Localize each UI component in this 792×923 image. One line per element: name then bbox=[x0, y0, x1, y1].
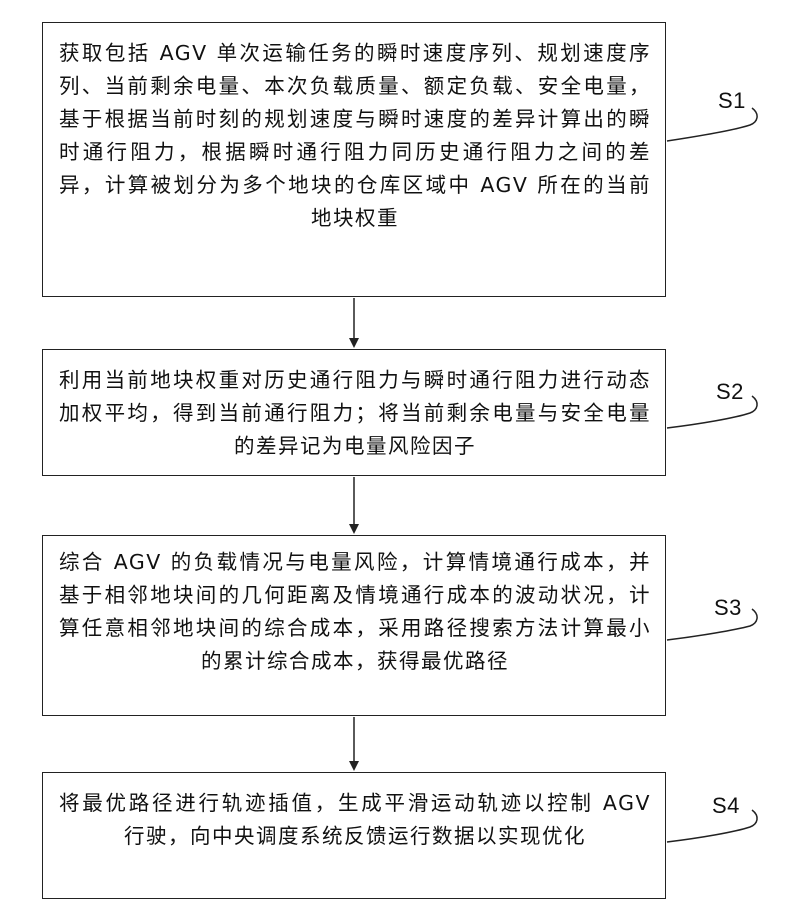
leader-line-s3 bbox=[667, 609, 757, 640]
step-box-s3: 综合 AGV 的负载情况与电量风险，计算情境通行成本，并基于相邻地块间的几何距离… bbox=[42, 535, 666, 716]
step-box-s2: 利用当前地块权重对历史通行阻力与瞬时通行阻力进行动态加权平均，得到当前通行阻力；… bbox=[42, 349, 666, 476]
step-box-s4: 将最优路径进行轨迹插值，生成平滑运动轨迹以控制 AGV 行驶，向中央调度系统反馈… bbox=[42, 772, 666, 899]
step-label-s2: S2 bbox=[716, 379, 744, 405]
step-text-s3: 综合 AGV 的负载情况与电量风险，计算情境通行成本，并基于相邻地块间的几何距离… bbox=[59, 546, 651, 678]
step-label-s3: S3 bbox=[714, 595, 742, 621]
step-text-s4: 将最优路径进行轨迹插值，生成平滑运动轨迹以控制 AGV 行驶，向中央调度系统反馈… bbox=[59, 787, 651, 853]
step-label-s4: S4 bbox=[712, 793, 740, 819]
step-text-s1: 获取包括 AGV 单次运输任务的瞬时速度序列、规划速度序列、当前剩余电量、本次负… bbox=[59, 37, 651, 235]
step-box-s1: 获取包括 AGV 单次运输任务的瞬时速度序列、规划速度序列、当前剩余电量、本次负… bbox=[42, 22, 666, 297]
step-label-s1: S1 bbox=[718, 88, 746, 114]
step-text-s2: 利用当前地块权重对历史通行阻力与瞬时通行阻力进行动态加权平均，得到当前通行阻力；… bbox=[59, 364, 651, 463]
